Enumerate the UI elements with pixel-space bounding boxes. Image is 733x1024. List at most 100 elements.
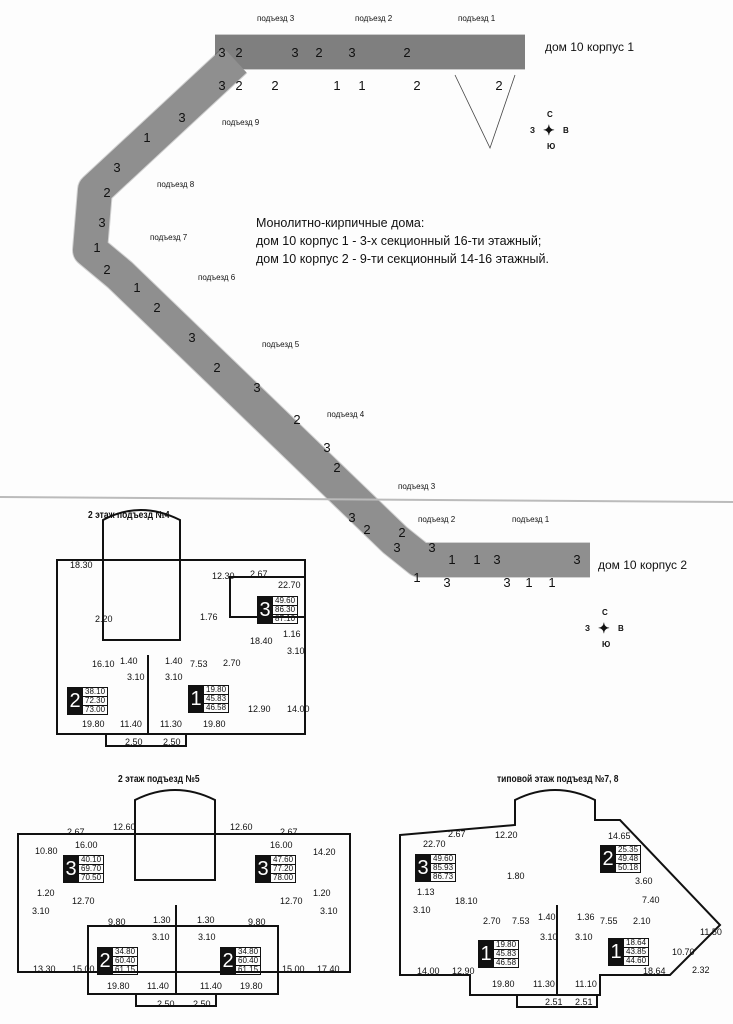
room-area-label: 9.80	[108, 917, 126, 927]
room-area-label: 11.30	[533, 979, 555, 989]
compass-north: С	[547, 110, 553, 119]
section-unit-mark: 1	[333, 78, 341, 93]
room-area-label: 7.53	[512, 916, 530, 926]
room-area-label: 2.51	[575, 997, 593, 1007]
section-unit-mark: 2	[103, 185, 111, 200]
room-area-label: 12.90	[248, 704, 271, 714]
section-unit-mark: 2	[403, 45, 411, 60]
entrance-label-c2-8: подъезд 8	[157, 180, 195, 189]
room-area-label: 18.10	[455, 896, 478, 906]
entrance-label-c1-1: подъезд 1	[458, 14, 496, 23]
room-area-label: 3.10	[575, 932, 593, 942]
area-value: 46.58	[206, 703, 227, 712]
area-value: 19.80	[494, 940, 519, 950]
area-value: 60.40	[236, 956, 261, 966]
area-value: 70.50	[81, 873, 102, 882]
room-area-label: 1.76	[200, 612, 218, 622]
area-value: 18.64	[624, 938, 649, 948]
section-unit-mark: 3	[113, 160, 121, 175]
entrance-label-c2-6: подъезд 6	[198, 273, 236, 282]
room-area-label: 12.70	[280, 896, 303, 906]
room-area-label: 1.16	[283, 629, 301, 639]
section-unit-mark: 2	[103, 262, 111, 277]
section-unit-mark: 3	[503, 575, 511, 590]
room-area-label: 7.40	[642, 895, 660, 905]
room-count: 1	[608, 938, 624, 966]
room-area-label: 9.80	[248, 917, 266, 927]
section-unit-mark: 3	[428, 540, 436, 555]
room-area-label: 22.70	[423, 839, 446, 849]
room-area-label: 15.00	[72, 964, 95, 974]
room-area-label: 10.70	[672, 947, 695, 957]
room-area-label: 3.10	[32, 906, 50, 916]
section-unit-mark: 1	[548, 575, 556, 590]
room-area-label: 2.70	[223, 658, 241, 668]
room-area-label: 2.50	[193, 999, 211, 1009]
area-value: 77.20	[271, 864, 296, 874]
room-area-label: 14.20	[313, 847, 336, 857]
room-area-label: 12.20	[495, 830, 518, 840]
room-area-label: 2.50	[157, 999, 175, 1009]
section-unit-mark: 2	[398, 525, 406, 540]
description-line-2: дом 10 корпус 2 - 9-ти секционный 14-16 …	[256, 252, 549, 266]
area-value: 50.18	[618, 863, 639, 872]
entrance-label-c2-5: подъезд 5	[262, 340, 300, 349]
section-unit-mark: 2	[271, 78, 279, 93]
entrance-label-c2-7: подъезд 7	[150, 233, 188, 242]
room-area-label: 7.53	[190, 659, 208, 669]
house-1-label: дом 10 корпус 1	[545, 40, 635, 54]
room-area-label: 19.80	[492, 979, 515, 989]
section-unit-mark: 3	[348, 510, 356, 525]
section-unit-mark: 2	[153, 300, 161, 315]
section-unit-mark: 3	[98, 215, 106, 230]
area-value: 86.30	[273, 605, 298, 615]
plan-4-walls	[56, 509, 306, 747]
section-unit-mark: 3	[178, 110, 186, 125]
area-value: 49.48	[616, 854, 641, 864]
entrance-label-c2-4: подъезд 4	[327, 410, 365, 419]
area-value: 25.35	[616, 845, 641, 855]
area-value: 46.58	[496, 958, 517, 967]
compass-south: Ю	[547, 142, 556, 151]
plan-5-title: 2 этаж подъезд №5	[118, 774, 200, 785]
room-count: 2	[220, 947, 236, 975]
room-area-label: 2.50	[163, 737, 181, 747]
room-area-label: 3.10	[165, 672, 183, 682]
area-value: 73.00	[85, 705, 106, 714]
section-unit-mark: 2	[413, 78, 421, 93]
section-unit-mark: 3	[573, 552, 581, 567]
area-value: 45.83	[494, 949, 519, 959]
section-unit-mark: 2	[333, 460, 341, 475]
area-value: 49.60	[273, 596, 298, 606]
section-unit-mark: 2	[235, 78, 243, 93]
area-value: 60.40	[113, 956, 138, 966]
compass-north: С	[602, 608, 608, 617]
section-unit-mark: 1	[473, 552, 481, 567]
room-area-label: 15.00	[282, 964, 305, 974]
section-unit-mark: 3	[188, 330, 196, 345]
room-area-label: 14.65	[608, 831, 631, 841]
room-area-label: 16.00	[75, 840, 98, 850]
plan-78-title: типовой этаж подъезд №7, 8	[497, 774, 619, 785]
entrance-label-c1-3: подъезд 3	[257, 14, 295, 23]
area-value: 19.80	[204, 685, 229, 695]
plan-78-walls	[399, 789, 722, 1008]
room-area-label: 19.80	[107, 981, 130, 991]
room-area-label: 18.40	[250, 636, 273, 646]
room-area-label: 12.60	[230, 822, 253, 832]
entrance-label-c2-9: подъезд 9	[222, 118, 260, 127]
section-unit-mark: 3	[493, 552, 501, 567]
area-value: 49.60	[431, 854, 456, 864]
section-unit-mark: 3	[443, 575, 451, 590]
room-area-label: 2.50	[125, 737, 143, 747]
room-area-label: 17.40	[317, 964, 340, 974]
